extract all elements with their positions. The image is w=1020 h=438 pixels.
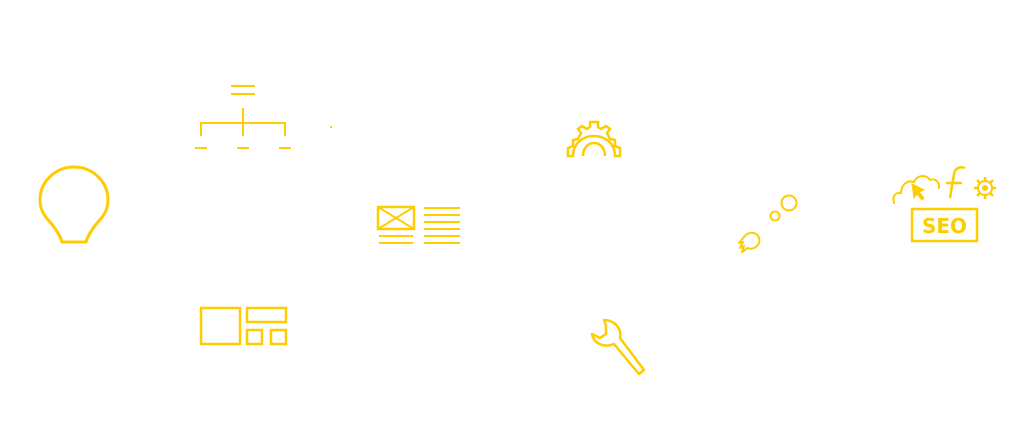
- decorative-dot: [330, 126, 332, 128]
- seo-social-icon: SEO: [890, 162, 1002, 246]
- content-layout-icon: [376, 205, 464, 249]
- wrench-icon: [588, 318, 650, 378]
- rocket-launch-icon: [736, 192, 802, 258]
- sitemap-icon: [195, 84, 295, 152]
- grid-layout-icon: [199, 306, 291, 348]
- gear-icon: [565, 120, 623, 158]
- seo-label: SEO: [922, 214, 967, 238]
- lightbulb-icon: [36, 163, 112, 247]
